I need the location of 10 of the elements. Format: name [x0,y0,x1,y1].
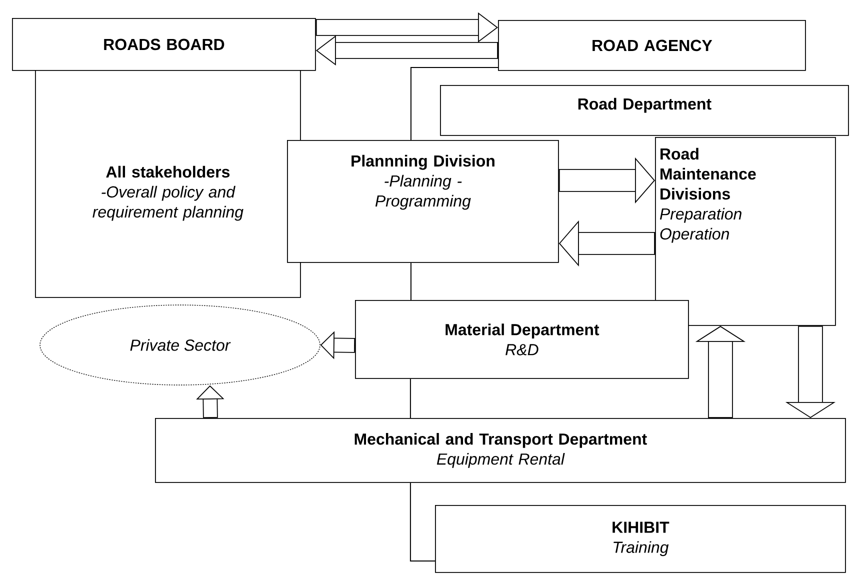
connector-line [410,378,411,418]
division-box: Plannning Division -Planning -Programming [287,140,559,263]
connector-line [410,262,412,300]
department-box: Material Department R&D [355,300,689,379]
agency-box: ROAD AGENCY [498,20,806,71]
division-box: Road Maintenance Divisions Preparation Operation [655,137,836,326]
connector-line [410,66,498,140]
connector-line [410,482,436,562]
institute-box: KIHIBIT Training [435,505,846,573]
department-box: Road Department [440,85,849,136]
